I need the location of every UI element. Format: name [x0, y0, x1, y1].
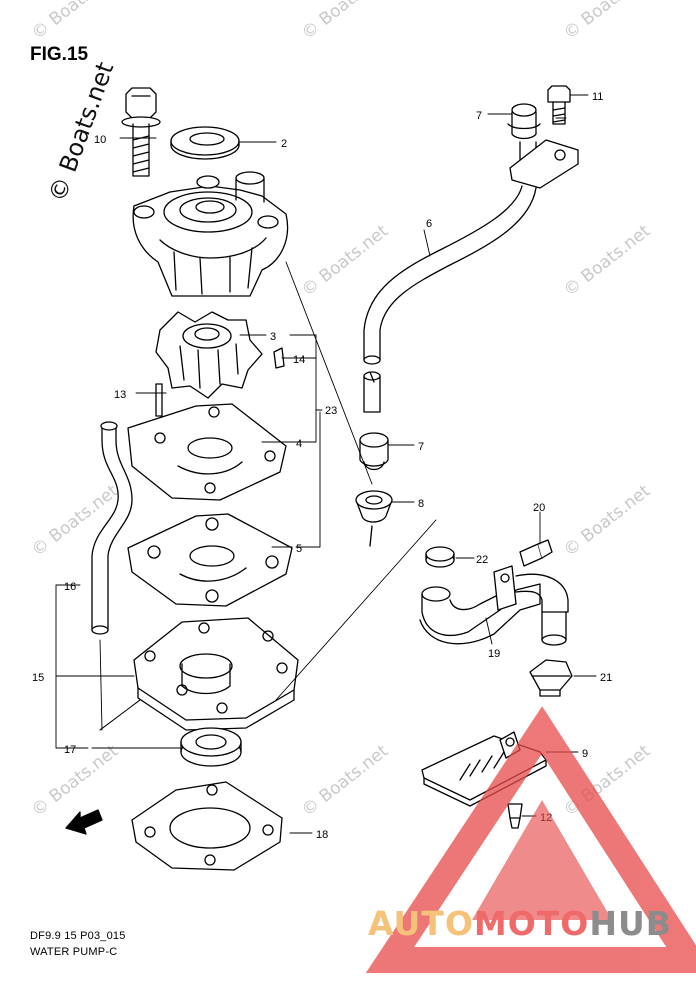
label-3: 3: [270, 331, 276, 343]
label-2: 2: [281, 138, 287, 150]
label-17: 17: [64, 744, 76, 756]
impeller-part-3: [155, 311, 263, 399]
washer-part-22: [425, 546, 455, 568]
label-8: 8: [418, 498, 424, 510]
label-6: 6: [426, 218, 432, 230]
brand-part-hub: HUB: [589, 904, 672, 943]
front-arrow-icon: [65, 809, 103, 835]
bolt-part-10: [121, 87, 161, 177]
seal-part-17: [180, 727, 242, 767]
bolt-part-20: [519, 539, 553, 567]
brand-triangle-icon: [365, 706, 696, 973]
screw-part-12: [507, 803, 523, 829]
plate-part-15: [133, 617, 299, 731]
bolt-part-11: [547, 85, 571, 125]
label-21: 21: [600, 672, 612, 684]
label-16: 16: [64, 581, 76, 593]
label-14: 14: [293, 354, 305, 366]
gasket-part-18: [131, 781, 283, 871]
label-7b: 7: [418, 441, 424, 453]
water-tube-part-6: [363, 139, 579, 413]
label-4: 4: [296, 438, 302, 450]
leader-lines: [55, 94, 597, 834]
grommet-part-21: [529, 659, 573, 697]
label-18: 18: [316, 829, 328, 841]
plate-part-4: [127, 403, 287, 501]
label-15: 15: [32, 672, 44, 684]
model-code: DF9.9 15 P03_015: [30, 930, 126, 942]
label-11: 11: [592, 91, 603, 103]
label-7a: 7: [476, 110, 482, 122]
label-13: 13: [114, 389, 126, 401]
tube-part-16: [91, 421, 133, 635]
pipe-part-19: [419, 565, 569, 646]
grommet-part-7-lower: [359, 432, 389, 471]
key-part-14: [273, 347, 285, 369]
label-5: 5: [296, 543, 302, 555]
figure-subtitle: WATER PUMP-C: [30, 946, 118, 958]
figure-title: FIG.15: [30, 44, 89, 65]
brand-wordmark: AUTOMOTOHUB: [368, 904, 672, 943]
label-23: 23: [325, 405, 337, 417]
label-10: 10: [94, 134, 106, 146]
gasket-part-5: [127, 513, 293, 607]
grommet-part-8: [355, 490, 393, 547]
seal-part-2: [170, 126, 240, 160]
brand-part-moto: MOTO: [473, 904, 590, 943]
label-22: 22: [476, 554, 488, 566]
label-20: 20: [533, 502, 545, 514]
pin-part-13: [155, 383, 163, 417]
brand-part-auto: AUTO: [368, 904, 474, 943]
grommet-part-7-top: [507, 103, 541, 140]
pump-housing: [132, 171, 289, 297]
label-19: 19: [488, 648, 500, 660]
label-9: 9: [582, 748, 588, 760]
